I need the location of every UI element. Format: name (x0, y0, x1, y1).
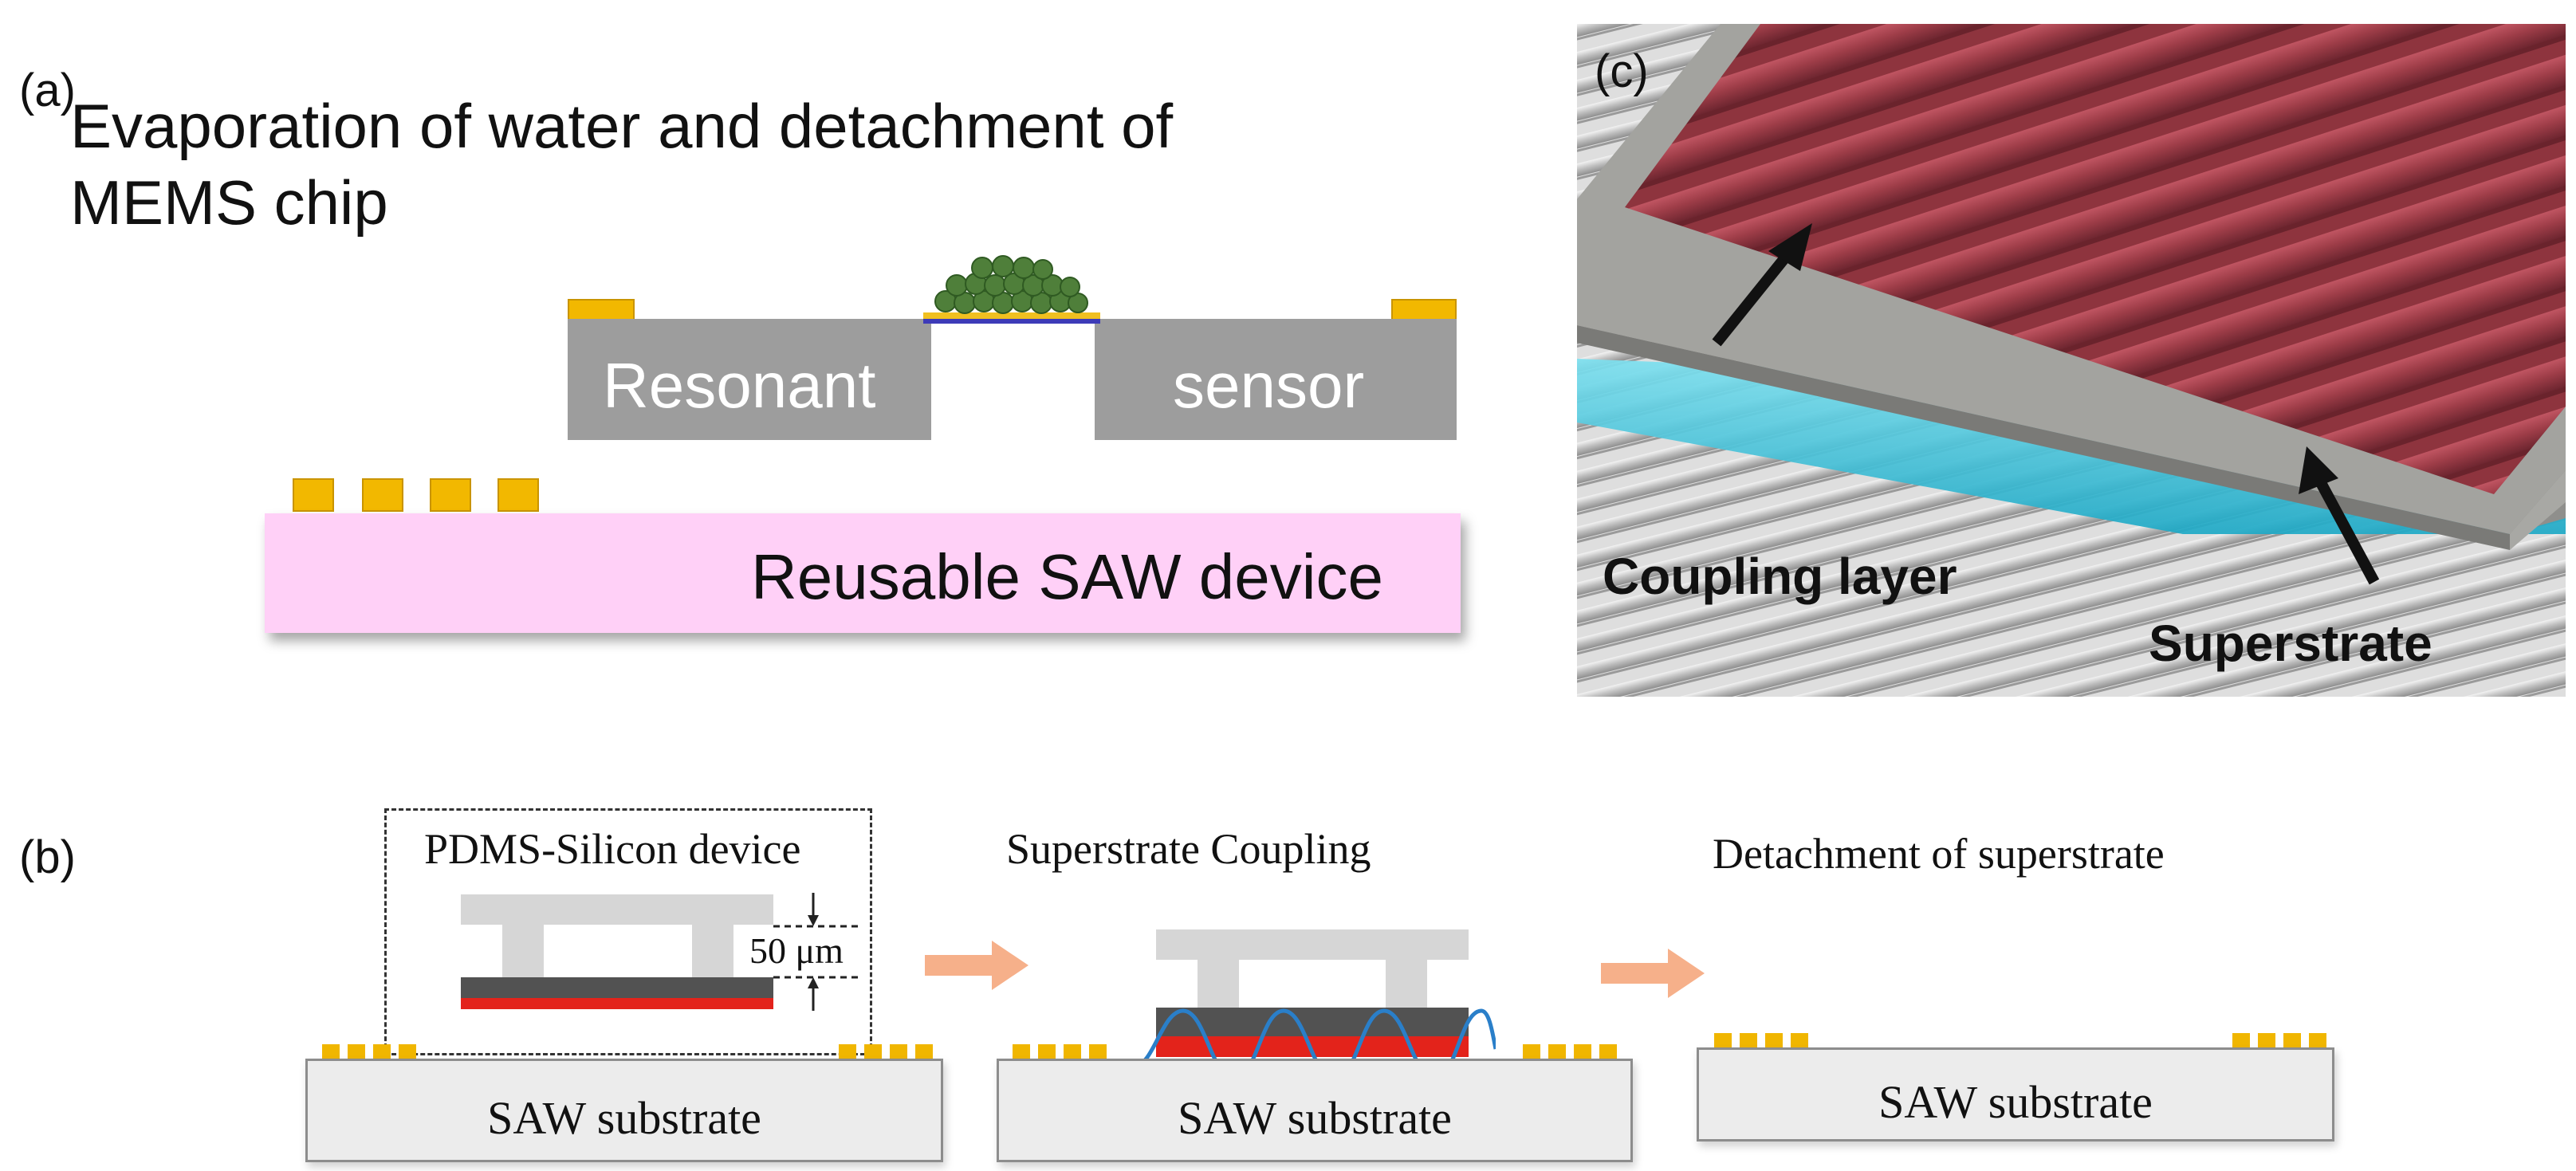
silicon-layer (461, 977, 773, 1000)
step2-title: Superstrate Coupling (1006, 825, 1371, 873)
dimension-label: 50 μm (749, 930, 844, 971)
saw-substrate-1-label: SAW substrate (487, 1092, 761, 1144)
superstrate-illustration (1577, 24, 2566, 697)
panel-b-label: (b) (19, 831, 76, 883)
sensor-label: sensor (1173, 350, 1365, 421)
reusable-saw-label: Reusable SAW device (751, 541, 1383, 612)
pdms-top (461, 894, 773, 925)
saw-substrate-3: SAW substrate (1697, 1047, 2334, 1142)
pdms-leg-left (502, 925, 544, 977)
arrow-1 (925, 941, 1028, 990)
s3-pad-3 (1765, 1033, 1783, 1047)
pdms-leg-right-2 (1386, 960, 1427, 1008)
s3-pad-7 (2283, 1033, 2301, 1047)
coupling-arrow (1712, 245, 1797, 347)
s3-pad-5 (2232, 1033, 2250, 1047)
s2-pad-5 (1523, 1044, 1540, 1059)
sensor-block: sensor (1095, 319, 1457, 440)
s1-pad-5 (839, 1044, 856, 1059)
device-dashed-box (384, 808, 872, 1055)
panel-a-label: (a) (19, 65, 76, 116)
saw-substrate-3-label: SAW substrate (1878, 1076, 2153, 1128)
s3-pad-2 (1740, 1033, 1757, 1047)
silicon-layer-2 (1156, 1008, 1469, 1036)
pdms-leg-left-2 (1198, 960, 1239, 1008)
saw-substrate-2-label: SAW substrate (1178, 1092, 1452, 1144)
pdms-leg-right (692, 925, 733, 977)
membrane-blue (923, 319, 1100, 324)
s1-pad-2 (348, 1044, 365, 1059)
saw-pad-1 (293, 478, 334, 512)
reusable-saw-device: Reusable SAW device (265, 513, 1461, 633)
panel-a-title-line2: MEMS chip (70, 167, 388, 238)
s2-pad-6 (1548, 1044, 1566, 1059)
saw-pad-2 (362, 478, 403, 512)
s2-pad-8 (1599, 1044, 1617, 1059)
s1-pad-6 (864, 1044, 882, 1059)
s2-pad-3 (1064, 1044, 1081, 1059)
red-layer (461, 998, 773, 1009)
chip-pad-left (568, 299, 635, 321)
resonant-block: Resonant (568, 319, 931, 440)
s2-pad-4 (1089, 1044, 1107, 1059)
saw-substrate-1: SAW substrate (305, 1059, 943, 1162)
panel-c-image (1577, 24, 2566, 697)
s3-pad-8 (2309, 1033, 2326, 1047)
superstrate-label: Superstrate (2149, 615, 2432, 672)
saw-substrate-2: SAW substrate (997, 1059, 1633, 1162)
saw-pad-4 (498, 478, 539, 512)
chip-pad-right (1391, 299, 1457, 321)
s2-pad-7 (1574, 1044, 1591, 1059)
s2-pad-1 (1013, 1044, 1030, 1059)
s3-pad-6 (2258, 1033, 2275, 1047)
membrane-gold (923, 312, 1100, 320)
resonant-label: Resonant (603, 350, 876, 421)
arrow-2 (1601, 949, 1705, 998)
s1-pad-3 (373, 1044, 391, 1059)
s1-pad-7 (890, 1044, 907, 1059)
dimension-marker (773, 893, 861, 1011)
s2-pad-2 (1038, 1044, 1056, 1059)
s3-pad-1 (1714, 1033, 1732, 1047)
panel-a-title-line1: Evaporation of water and detachment of (70, 91, 1174, 161)
particle-cluster (934, 255, 1088, 314)
pdms-top-2 (1156, 929, 1469, 960)
step3-title: Detachment of superstrate (1713, 830, 2165, 878)
saw-pad-3 (430, 478, 471, 512)
s1-pad-1 (322, 1044, 340, 1059)
step1-title: PDMS-Silicon device (424, 825, 801, 873)
s3-pad-4 (1791, 1033, 1808, 1047)
s1-pad-4 (399, 1044, 416, 1059)
coupling-layer-label: Coupling layer (1603, 548, 1957, 605)
superstrate-arrow (2313, 475, 2380, 585)
s1-pad-8 (915, 1044, 933, 1059)
panel-c-label: (c) (1595, 45, 1649, 97)
